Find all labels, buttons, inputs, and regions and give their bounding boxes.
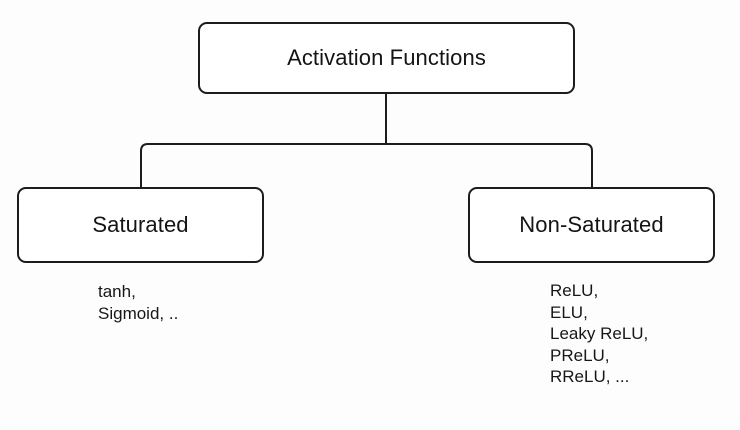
node-label-non-saturated: Non-Saturated [519,212,664,237]
list-item: tanh, [98,282,136,301]
list-item: PReLU, [550,345,610,365]
list-item: RReLU, ... [550,367,630,386]
node-non-saturated[interactable]: Non-Saturated [468,187,715,263]
example-list-saturated: tanh, Sigmoid, .. [98,281,178,324]
list-item: Sigmoid, .. [98,303,179,323]
connector-branch-right [386,143,593,187]
list-item: Leaky ReLU, [550,324,649,343]
list-item: ELU, [550,302,588,322]
list-item: ReLU, [550,281,599,300]
node-label-activation-functions: Activation Functions [287,45,486,70]
example-list-non-saturated: ReLU, ELU, Leaky ReLU, PReLU, RReLU, ... [550,280,648,388]
node-activation-functions[interactable]: Activation Functions [198,22,575,94]
connector-branch-left [140,143,386,187]
node-label-saturated: Saturated [92,212,189,237]
node-saturated[interactable]: Saturated [17,187,264,263]
